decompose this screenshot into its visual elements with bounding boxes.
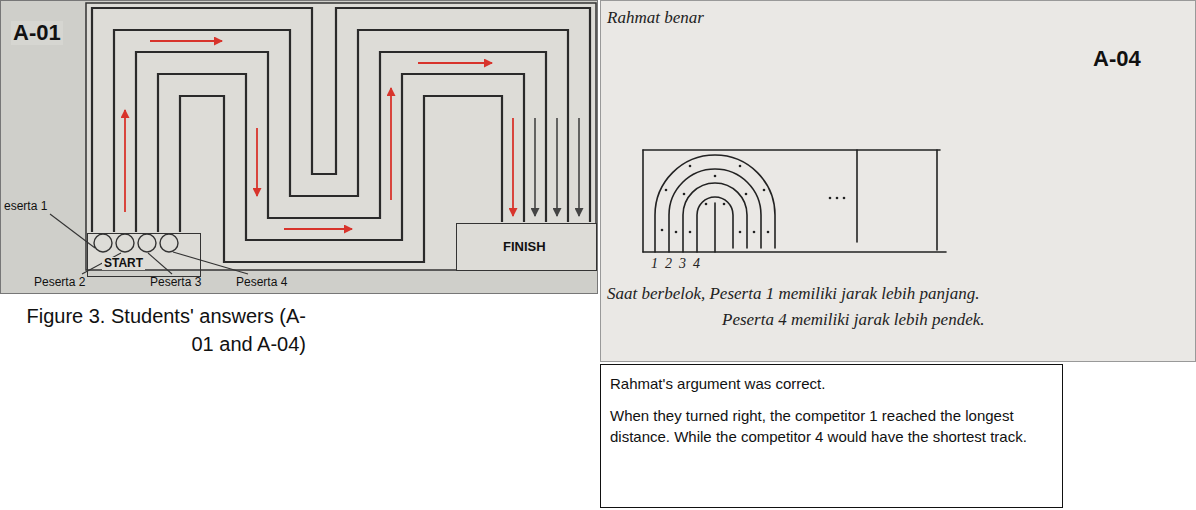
translation-text: Rahmat's argument was correct. [610, 374, 1053, 394]
direction-arrow [124, 110, 126, 212]
answer-panel: A-01START FINISH [0, 0, 598, 294]
sketch-dot [763, 189, 766, 192]
answer-panel: A-04 [600, 0, 1196, 362]
sketch-line [643, 251, 946, 253]
sketch-dot [829, 197, 832, 200]
sketch-dot [689, 231, 692, 234]
sketch-arch [683, 183, 747, 252]
maze-wall [92, 8, 590, 232]
start-label: START [102, 257, 145, 270]
sketch-line [642, 150, 644, 252]
sketch-dot [665, 189, 668, 192]
maze-wall [158, 74, 524, 240]
sketch-dot [836, 197, 839, 200]
photo-ground [600, 0, 1196, 362]
sketch-line [856, 150, 858, 242]
sketch-dot [843, 197, 846, 200]
sketch-dot [739, 165, 742, 168]
callout-number: 3 [679, 256, 686, 272]
direction-arrow [534, 118, 536, 216]
handwritten-note: Rahmat benar [607, 8, 704, 28]
direction-arrow [578, 118, 580, 216]
finish-label: FINISH [501, 240, 548, 254]
start-circle [116, 234, 134, 252]
sketch-arch [669, 169, 761, 252]
sketch-dot [753, 231, 756, 234]
sketch-line [643, 149, 940, 151]
start-circle [138, 234, 156, 252]
translation-text: When they turned right, the competitor 1… [610, 406, 1053, 447]
sketch-line [936, 150, 938, 250]
start-box: START [87, 233, 201, 277]
callout-number: 4 [693, 256, 700, 272]
sketch-dot [767, 231, 770, 234]
sketch-dot [661, 229, 664, 232]
translation-box: Rahmat's argument was correct. When they … [600, 364, 1063, 508]
photo-ground [0, 0, 598, 294]
maze-wall [136, 52, 546, 232]
direction-arrow [390, 88, 392, 200]
start-circle [94, 234, 112, 252]
sketch-dot [723, 203, 726, 206]
sketch-line [714, 203, 716, 252]
direction-arrow [256, 128, 258, 196]
direction-arrow [150, 40, 222, 42]
direction-arrow [556, 118, 558, 216]
finish-box: FINISH [456, 223, 597, 271]
participant-label: eserta 1 [4, 200, 47, 214]
leader-line [148, 253, 172, 274]
callout-number: 2 [665, 256, 672, 272]
sketch-dot [683, 193, 686, 196]
sketch-arch [655, 155, 775, 252]
sketch-dot [745, 193, 748, 196]
figure-caption: Figure 3. Students' answers (A-01 and A-… [14, 302, 306, 358]
leader-line [50, 214, 95, 248]
direction-arrow [418, 62, 492, 64]
start-circle [160, 234, 178, 252]
participant-label: Peserta 3 [150, 276, 201, 290]
participant-label: Peserta 2 [34, 276, 85, 290]
handwritten-note: Saat berbelok, Peserta 1 memiliki jarak … [607, 284, 980, 304]
direction-arrow [512, 118, 514, 216]
maze-wall [180, 96, 502, 262]
direction-arrow [284, 228, 352, 230]
sketch-dot [705, 203, 708, 206]
sketch-dot [689, 165, 692, 168]
sketch-dot [739, 231, 742, 234]
callout-number: 1 [651, 256, 658, 272]
sketch-dot [714, 175, 717, 178]
sketch-dot [675, 231, 678, 234]
participant-label: Peserta 4 [236, 276, 287, 290]
leader-line [173, 252, 248, 274]
maze-wall [114, 30, 568, 232]
maze-border [86, 3, 596, 270]
answer-code: A-04 [1091, 47, 1143, 71]
sketch-arch [697, 197, 733, 252]
handwritten-note: Peserta 4 memiliki jarak lebih pendek. [722, 310, 984, 330]
answer-code: A-01 [11, 21, 63, 45]
